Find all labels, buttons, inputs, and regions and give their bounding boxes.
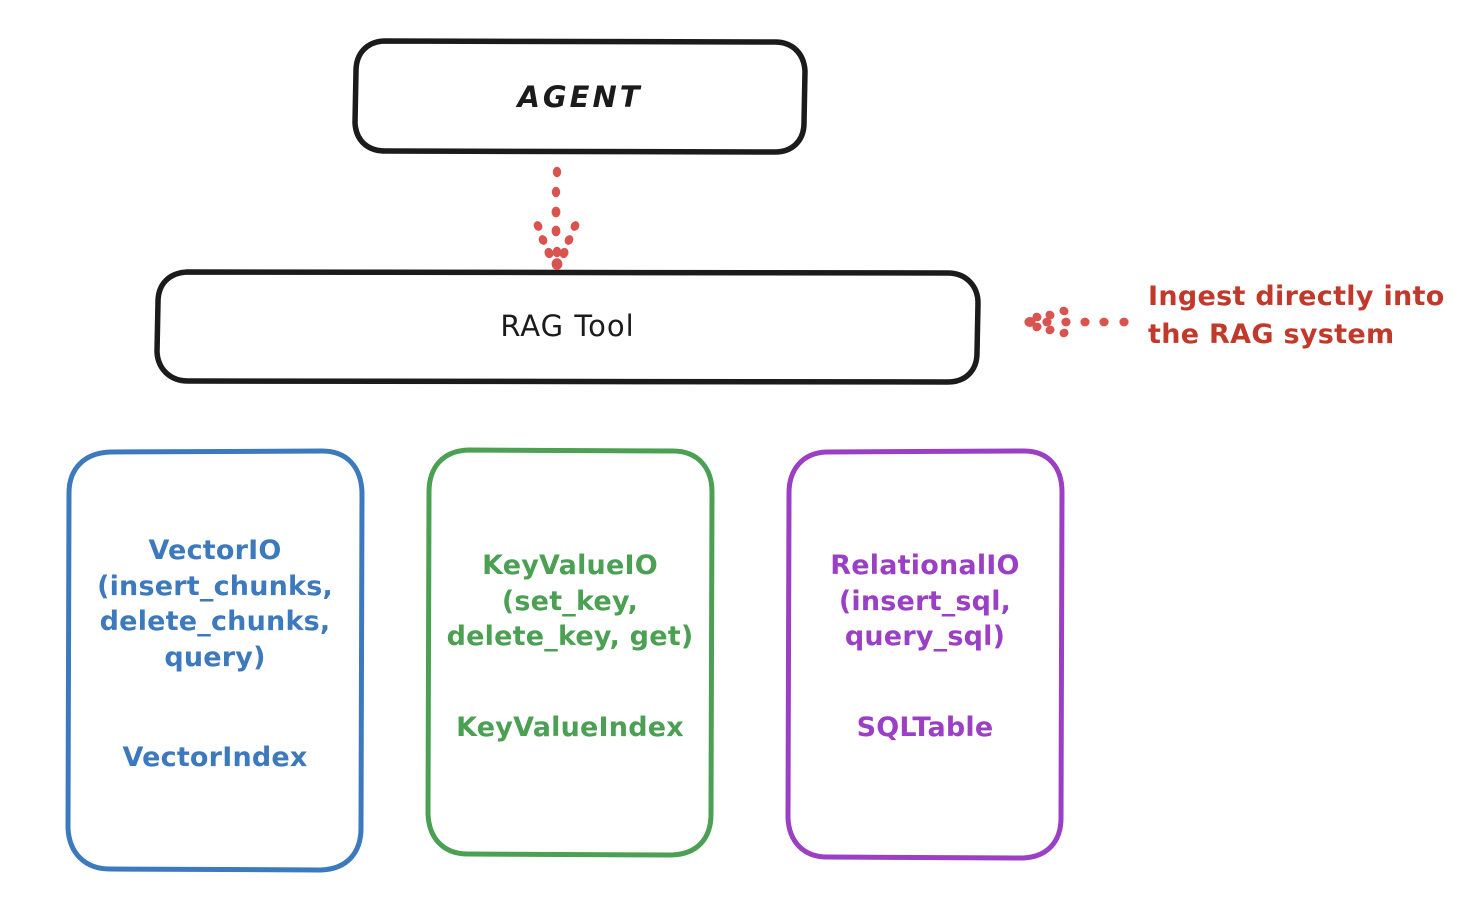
agent-node-label: AGENT bbox=[517, 80, 643, 114]
vector-io-api-label: VectorIO (insert_chunks, delete_chunks, … bbox=[97, 535, 333, 673]
key-value-io-api-label: KeyValueIO (set_key, delete_key, get) bbox=[446, 550, 694, 653]
edge-agent-to-rag-tool bbox=[533, 166, 580, 270]
relational-io-index-label: SQLTable bbox=[856, 712, 994, 743]
rag-tool-node-label: RAG Tool bbox=[500, 309, 635, 343]
ingest-annotation-text: Ingest directly into the RAG system bbox=[1148, 281, 1445, 351]
vector-io-index-label: VectorIndex bbox=[122, 742, 308, 773]
edge-ingest-to-rag-tool bbox=[1024, 306, 1129, 338]
key-value-io-index-label: KeyValueIndex bbox=[456, 712, 684, 743]
relational-io-api-label: RelationalIO (insert_sql, query_sql) bbox=[830, 550, 1020, 653]
